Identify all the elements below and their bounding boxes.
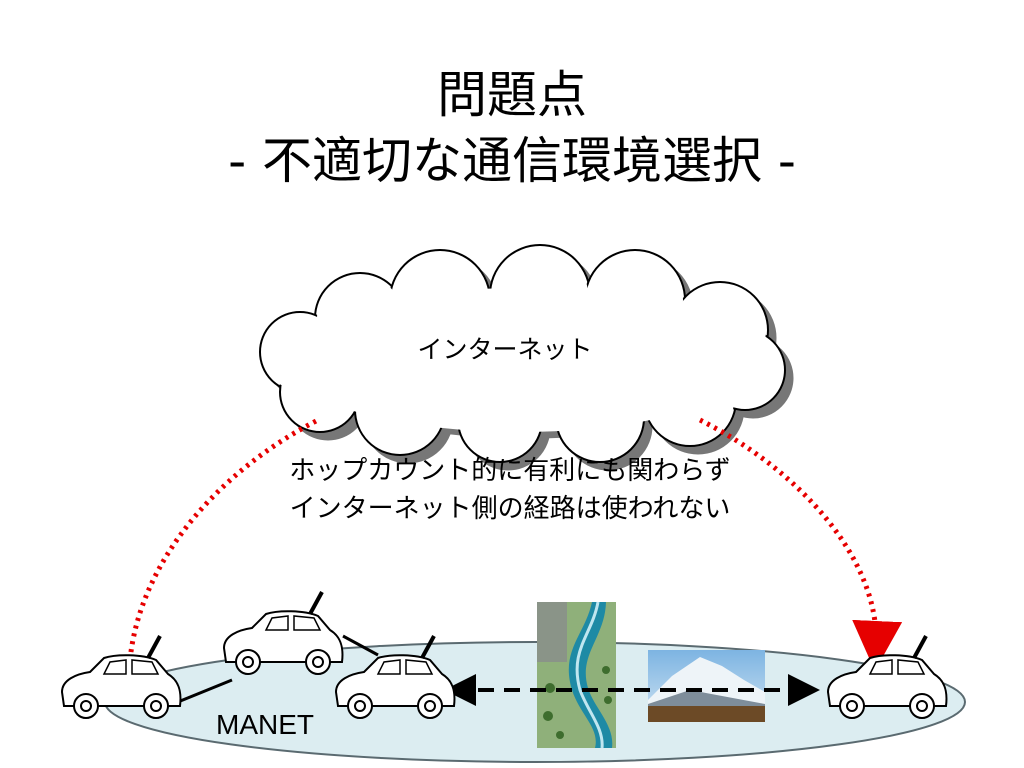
car-icon [222, 591, 344, 675]
title-line-1: 問題点 [437, 66, 587, 124]
car-icon [334, 635, 456, 719]
manet-label: MANET [216, 709, 314, 740]
mountain-image [648, 650, 765, 722]
car-icon [826, 635, 948, 719]
caption-line-1: ホップカウント的に有利にも関わらず [289, 456, 731, 486]
internet-cloud [259, 244, 794, 471]
diagram-caption: ホップカウント的に有利にも関わらず インターネット側の経路は使われない [230, 452, 790, 528]
slide-title: 問題点 - 不適切な通信環境選択 - [0, 62, 1024, 194]
title-line-2: - 不適切な通信環境選択 - [228, 132, 796, 190]
manet-link [342, 634, 379, 657]
car-icon [60, 635, 182, 719]
internet-path-right [698, 417, 903, 671]
caption-line-2: インターネット側の経路は使われない [289, 494, 731, 524]
internet-path-left [127, 417, 320, 661]
river-forest-image [537, 601, 616, 749]
internet-label: インターネット [417, 335, 593, 364]
